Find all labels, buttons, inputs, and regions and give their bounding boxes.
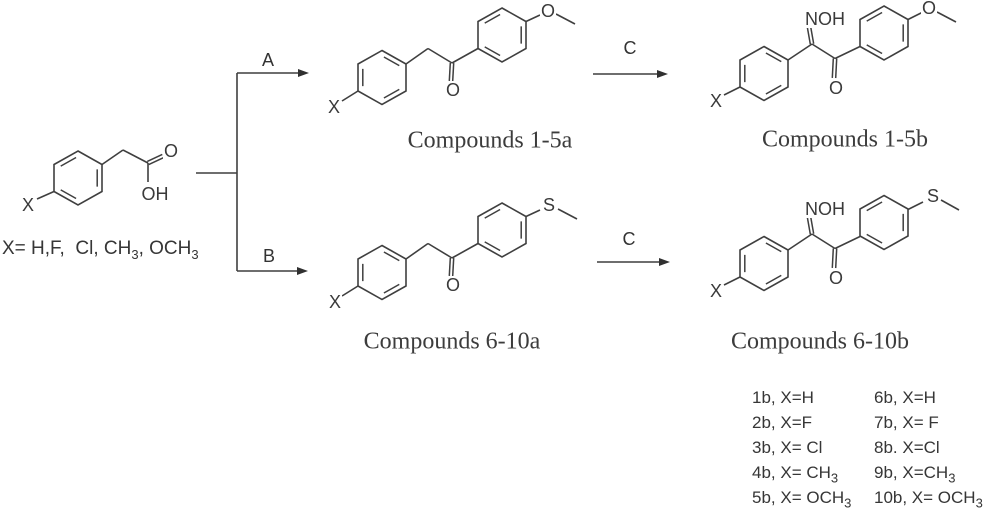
c610a-carbonyl-o-label: O: [444, 275, 462, 295]
list-item-text: 8b. X=Cl: [874, 438, 940, 457]
c610b-oxime-label: NOH: [804, 199, 846, 219]
double-bonds: [146, 26, 838, 277]
caption-compounds-6-10a: Compounds 6-10a: [363, 328, 541, 355]
c610b-thio-s-label: S: [925, 186, 941, 206]
list-item: 3b, X= Cl: [752, 435, 851, 460]
legend-text-2: , OCH: [138, 238, 192, 259]
list-item-text: 9b, X=CH: [874, 463, 949, 482]
list-item-text: 10b, X= OCH: [874, 488, 976, 507]
benzene-rings: [53, 5, 909, 301]
list-item-text: 7b, X= F: [874, 413, 939, 432]
acid-x-label: X: [20, 195, 36, 215]
compound-list-column-1: 1b, X=H 2b, X=F 3b, X= Cl 4b, X= CH3 5b,…: [752, 385, 851, 509]
step-label-b: B: [262, 246, 276, 266]
list-item-sub: 3: [948, 470, 956, 486]
step-label-c-bottom: C: [622, 229, 636, 249]
c15a-methoxy-o-label: O: [539, 1, 557, 21]
list-item-text: 1b, X=H: [752, 388, 814, 407]
list-item-sub: 3: [975, 495, 983, 509]
list-item: 7b, X= F: [874, 410, 983, 435]
substituent-legend: X= H,F, Cl, CH3, OCH3: [2, 238, 199, 262]
compound-list-column-2: 6b, X=H 7b, X= F 8b. X=Cl 9b, X=CH3 10b,…: [874, 385, 983, 509]
legend-text: X= H,F, Cl, CH: [2, 238, 132, 259]
legend-sub-1: 3: [131, 246, 139, 262]
list-item-text: 2b, X=F: [752, 413, 813, 432]
c610b-x-label: X: [708, 281, 724, 301]
arrowhead: [657, 70, 668, 78]
step-label-c-top: C: [623, 38, 637, 58]
c15b-methoxy-o-label: O: [920, 0, 938, 18]
list-item-text: 5b, X= OCH: [752, 488, 845, 507]
list-item-text: 6b, X=H: [874, 388, 936, 407]
c610b-carbonyl-o-label: O: [827, 268, 845, 288]
list-item: 5b, X= OCH3: [752, 485, 851, 509]
arrowhead: [659, 258, 670, 266]
acid-oh-label: OH: [140, 184, 170, 204]
c610a-x-label: X: [327, 292, 343, 312]
arrowhead: [297, 267, 308, 275]
c15a-carbonyl-o-label: O: [444, 80, 462, 100]
c15b-oxime-label: NOH: [804, 9, 846, 29]
list-item: 8b. X=Cl: [874, 435, 983, 460]
single-bonds: [36, 11, 960, 297]
caption-compounds-1-5b: Compounds 1-5b: [761, 126, 929, 153]
c610a-thio-s-label: S: [541, 195, 557, 215]
list-item-sub: 3: [844, 495, 852, 509]
list-item-sub: 3: [830, 470, 839, 486]
list-item-text: 3b, X= Cl: [752, 438, 823, 457]
c15b-x-label: X: [708, 91, 724, 111]
caption-compounds-1-5a: Compounds 1-5a: [407, 127, 573, 154]
acid-o-label: O: [162, 141, 180, 161]
list-item: 6b, X=H: [874, 385, 983, 410]
legend-sub-2: 3: [191, 246, 199, 262]
list-item: 1b, X=H: [752, 385, 851, 410]
list-item-text: 4b, X= CH: [752, 463, 831, 482]
list-item: 9b, X=CH3: [874, 460, 983, 485]
reaction-arrows: [237, 69, 670, 275]
c15b-carbonyl-o-label: O: [827, 78, 845, 98]
list-item: 4b, X= CH3: [752, 460, 851, 485]
step-label-a: A: [261, 50, 275, 70]
list-item: 10b, X= OCH3: [874, 485, 983, 509]
c15a-x-label: X: [326, 97, 342, 117]
list-item: 2b, X=F: [752, 410, 851, 435]
arrowhead: [298, 69, 309, 77]
caption-compounds-6-10b: Compounds 6-10b: [730, 328, 910, 355]
